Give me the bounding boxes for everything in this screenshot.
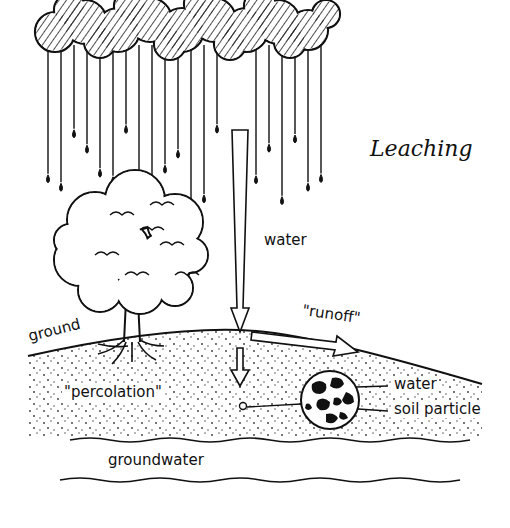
layer-label: groundwater	[106, 452, 206, 469]
layer-label: ground	[25, 315, 85, 346]
rain-arrow	[231, 130, 249, 332]
groundwater-line	[70, 438, 470, 442]
groundwater-line	[60, 478, 460, 482]
part-label: soil particle	[392, 401, 483, 418]
percolation-arrow	[231, 348, 249, 386]
leader-line	[356, 386, 388, 387]
soil-stipple	[28, 320, 482, 440]
soil-particle-dot	[240, 403, 247, 410]
tree-canopy	[54, 170, 208, 314]
soil-particle-magnified	[301, 371, 359, 429]
part-label: water	[392, 376, 439, 393]
runoff-arrow	[251, 332, 358, 356]
diagram-title: Leaching	[368, 136, 475, 161]
cloud	[35, 0, 340, 60]
leader-line	[247, 404, 301, 407]
arrow-label: water	[262, 232, 309, 249]
leader-line	[358, 409, 388, 411]
arrow-label: "runoff"	[299, 302, 363, 328]
arrow-label: "percolation"	[62, 384, 164, 401]
